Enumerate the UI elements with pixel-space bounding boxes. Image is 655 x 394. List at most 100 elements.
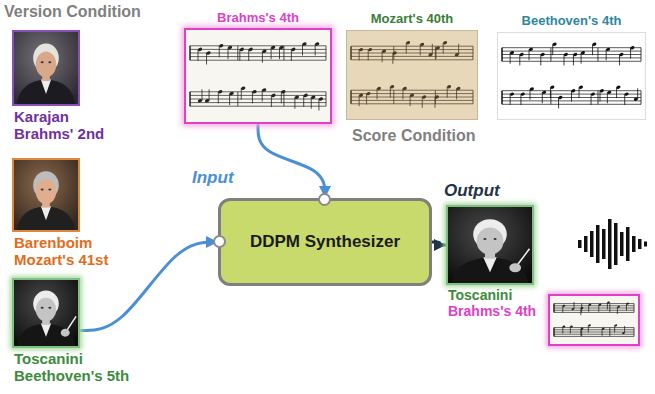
text-holder: ToscaniniBrahms's 4th (448, 287, 536, 319)
portrait-illustration (483, 238, 486, 240)
score-illustration (501, 48, 503, 62)
text-holder: DDPM Synthesizer (221, 201, 429, 283)
score-illustration (435, 46, 436, 60)
score-illustration (326, 46, 327, 60)
score-thumbnail (562, 327, 563, 334)
waveform-icon (578, 240, 582, 248)
portrait-illustration (61, 329, 70, 337)
score-illustration (542, 92, 543, 103)
score-illustration (422, 97, 423, 108)
portrait-illustration (14, 32, 78, 104)
score-illustration (229, 94, 230, 106)
input-port (318, 193, 331, 206)
score-thumbnail (554, 312, 634, 313)
score-illustration (190, 56, 326, 57)
score-thumbnail (580, 308, 581, 315)
score-illustration (502, 61, 641, 62)
waveform-icon (620, 232, 624, 256)
portrait-illustration (14, 280, 78, 346)
portrait-illustration (48, 188, 51, 190)
score-illustration (283, 92, 284, 106)
waveform-icon (632, 236, 636, 252)
portrait-illustration (14, 280, 78, 346)
score-illustration (458, 44, 459, 55)
score-illustration (237, 46, 238, 60)
score-illustration (239, 49, 240, 61)
score-illustration (520, 94, 521, 105)
portrait-illustration (41, 307, 44, 309)
score-illustration (599, 91, 600, 102)
portrait-illustration (494, 238, 497, 240)
box-label: DDPM Synthesizer (250, 232, 400, 252)
score-illustration (637, 88, 638, 99)
score-illustration (368, 50, 369, 61)
score-illustration (281, 92, 282, 104)
group-title: Score Condition (352, 127, 476, 145)
waveform-icon (590, 231, 594, 257)
score-illustration (279, 48, 280, 60)
score-thumbnail (548, 294, 640, 346)
score-illustration (302, 44, 303, 56)
portrait-illustration (448, 207, 532, 283)
portrait-illustration (451, 257, 528, 283)
score-thumbnail (574, 302, 575, 309)
score-thumbnail (570, 327, 571, 334)
score-illustration (498, 33, 645, 119)
portrait-illustration (483, 257, 496, 272)
portrait-illustration (14, 32, 78, 104)
score-illustration (218, 92, 219, 104)
piece-name: Brahms's 4th (448, 303, 536, 319)
score-illustration (510, 53, 511, 64)
portrait-illustration (41, 206, 51, 220)
waveform-icon (626, 227, 630, 261)
waveform-icon (596, 225, 600, 263)
portrait-illustration (17, 206, 76, 230)
score-thumbnail (554, 329, 634, 330)
score-illustration (616, 87, 617, 98)
waveform-icon (584, 236, 588, 252)
score-illustration (271, 95, 272, 107)
conductor-name: Barenboim (14, 234, 108, 251)
portrait-illustration (509, 263, 521, 272)
score-illustration (579, 87, 580, 98)
score-illustration (540, 55, 541, 66)
conductor-name: Toscanini (448, 287, 536, 303)
score-image: Mozart's 40th (346, 30, 478, 120)
score-illustration (190, 106, 326, 107)
text-holder: ToscaniniBeethoven's 5th (14, 350, 129, 384)
score-illustration (294, 97, 295, 109)
portrait-illustration (41, 80, 51, 94)
score-illustration (410, 95, 411, 106)
score-illustration (190, 99, 326, 100)
score-illustration (283, 46, 284, 60)
score-illustration (606, 49, 607, 60)
input-port (213, 235, 226, 248)
score-illustration (228, 48, 229, 60)
score-illustration (581, 53, 582, 64)
score-illustration (219, 46, 220, 58)
text-holder: Brahms's 4th (217, 10, 299, 26)
portrait-illustration (14, 160, 78, 230)
score-illustration (519, 55, 520, 66)
score-illustration (209, 89, 210, 101)
score-illustration (502, 104, 641, 105)
score-illustration (392, 53, 393, 64)
score-thumbnail (602, 329, 603, 336)
score-illustration (473, 90, 474, 104)
score-illustration (558, 98, 559, 109)
score-thumbnail (609, 328, 610, 337)
score-illustration (624, 94, 625, 105)
score-illustration (502, 57, 641, 58)
score-illustration (248, 49, 249, 61)
piece-name: Beethoven's 4th (522, 13, 622, 29)
score-illustration (190, 60, 326, 61)
score-illustration (434, 97, 435, 108)
score-illustration (252, 92, 253, 104)
portrait-illustration (48, 307, 51, 309)
portrait-illustration (36, 179, 56, 204)
conductor-name: Toscanini (14, 350, 129, 367)
waveform-icon (614, 223, 618, 265)
score-illustration (377, 89, 378, 100)
score-illustration (443, 43, 444, 54)
